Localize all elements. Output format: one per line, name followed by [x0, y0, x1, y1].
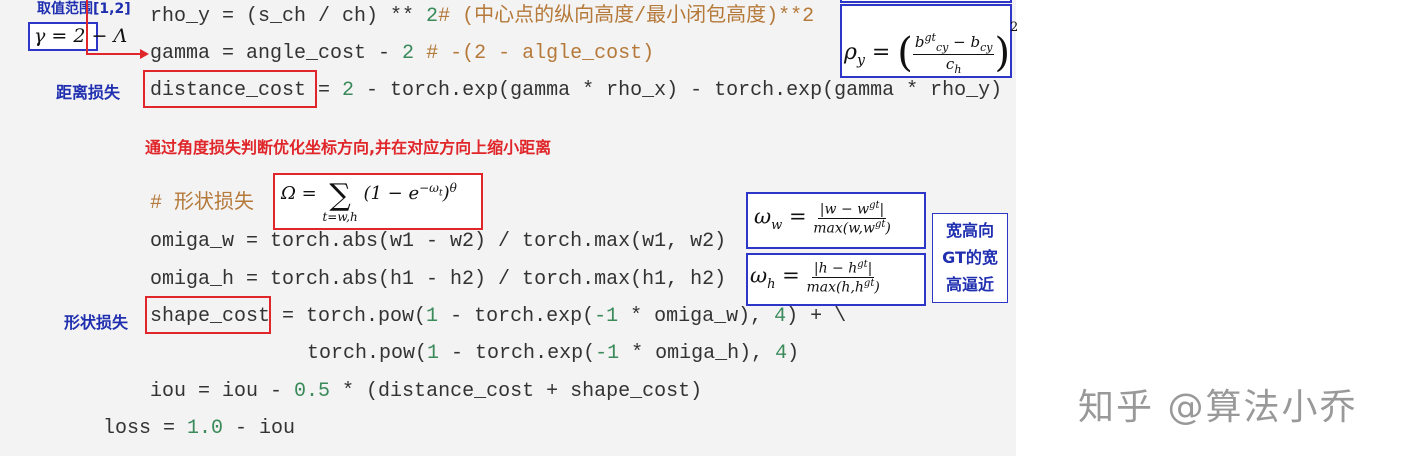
num-sup: gt	[924, 30, 936, 44]
code-text: - torch.exp(	[438, 305, 595, 328]
shape-cost-highlight	[145, 296, 271, 334]
code-text: omiga_w = torch.abs(w1 - w2) / torch.max…	[150, 230, 727, 253]
direction-note: 通过角度损失判断优化坐标方向,并在对应方向上缩小距离	[145, 138, 552, 157]
wh-note-box: 宽高向 GT的宽 高逼近	[932, 213, 1008, 303]
wh-note-line-3: 高逼近	[945, 275, 994, 294]
code-line: rho_y = (s_ch / ch) ** 2# (中心点的纵向高度/最小闭包…	[150, 5, 814, 29]
den-sub: h	[954, 62, 962, 76]
omega-w-symbol: ω	[754, 204, 772, 229]
omega-w-formula-box: ωw = |w − wgt|max(w,wgt)	[746, 192, 926, 249]
code-number: -1	[594, 305, 619, 328]
code-comment: # (中心点的纵向高度/最小闭包高度)**2	[438, 5, 815, 28]
code-text: - torch.exp(	[439, 342, 596, 365]
rho-sub: y	[856, 52, 865, 69]
code-number: 1	[427, 342, 440, 365]
rho-y-formula-box: ρy = ( bgtcy − bcy ch )2	[840, 4, 1018, 78]
den-c: c	[945, 54, 955, 73]
omega-w-num-sup: gt	[869, 200, 880, 211]
sum-subscript: t=w,h	[322, 210, 358, 224]
code-text: torch.pow(	[307, 342, 428, 365]
code-text: distance_cost =	[150, 79, 343, 102]
code-line: gamma = angle_cost - 2 # -(2 - algle_cos…	[150, 42, 654, 66]
omega-h-formula-box: ωh = |h − hgt|max(h,hgt)	[746, 253, 926, 306]
code-line: iou = iou - 0.5 * (distance_cost + shape…	[150, 380, 702, 404]
omega-body: (1 − e	[363, 183, 420, 204]
range-label: 取值范围[1,2]	[37, 1, 131, 17]
rho-symbol: ρ	[844, 40, 857, 65]
code-text: omiga_h = torch.abs(h1 - h2) / torch.max…	[150, 268, 727, 291]
code-number: 1	[426, 305, 439, 328]
arrow-connector	[86, 0, 149, 59]
code-line: distance_cost = 2 - torch.exp(gamma * rh…	[150, 79, 1002, 103]
omega-lhs: Ω =	[281, 183, 323, 204]
omega-formula: Ω = ∑ t=w,h (1 − e−ωt)θ	[281, 178, 457, 224]
code-comment: # 形状损失	[150, 192, 255, 215]
omega-w-den: max(w,w	[813, 220, 875, 237]
omega-formula-box: Ω = ∑ t=w,h (1 − e−ωt)θ	[273, 173, 483, 230]
code-number: 4	[775, 342, 788, 365]
distance-loss-label: 距离损失	[56, 83, 121, 102]
code-text: shape_cost = torch.pow(	[150, 305, 427, 328]
code-line: # 形状损失	[150, 192, 254, 216]
code-text: * omiga_w),	[618, 305, 775, 328]
omega-w-den-end: )	[885, 220, 891, 237]
num-sub: cy	[935, 40, 949, 54]
omega-h-num: |h − h	[813, 260, 858, 277]
code-number: -1	[595, 342, 620, 365]
num-b: b	[914, 32, 925, 51]
code-text: * omiga_h),	[619, 342, 776, 365]
omega-power: θ	[449, 181, 457, 195]
omega-h-num-end: |	[867, 260, 873, 277]
code-number: 0.5	[294, 380, 331, 403]
omega-exp: −ω	[419, 181, 439, 195]
code-number: 2	[342, 79, 355, 102]
omega-h-den-sup: gt	[863, 277, 875, 289]
code-line: loss = 1.0 - iou	[103, 417, 295, 441]
wh-note-line-2: GT的宽	[942, 248, 998, 267]
code-line: torch.pow(1 - torch.exp(-1 * omiga_h), 4…	[307, 342, 799, 366]
rho-y-formula: ρy = ( bgtcy − bcy ch )2	[844, 20, 1019, 76]
omega-h-sub: h	[767, 276, 776, 292]
code-line: shape_cost = torch.pow(1 - torch.exp(-1 …	[150, 305, 846, 329]
omega-w-num-end: |	[879, 201, 885, 218]
power: 2	[1010, 20, 1019, 35]
code-text: ) + \	[786, 305, 847, 328]
omega-exp-sub: t	[438, 188, 443, 199]
code-comment: # -(2 - algle_cost)	[414, 42, 655, 65]
minus-sub: cy	[980, 40, 993, 54]
num-minus: − b	[948, 32, 981, 51]
omega-w-formula: ωw = |w − wgt|max(w,wgt)	[754, 200, 891, 237]
code-number: 4	[774, 305, 787, 328]
omega-h-den-end: )	[874, 279, 880, 296]
code-line: omiga_w = torch.abs(w1 - w2) / torch.max…	[150, 230, 726, 254]
distance-cost-highlight	[143, 70, 317, 108]
watermark: 知乎 @算法小乔	[1078, 387, 1358, 428]
code-line: omiga_h = torch.abs(h1 - h2) / torch.max…	[150, 268, 726, 292]
code-text: - torch.exp(gamma * rho_x) - torch.exp(g…	[354, 79, 1003, 102]
omega-w-sub: w	[771, 217, 783, 233]
code-number: 2	[426, 5, 439, 28]
cropped-formula-box	[840, 0, 1012, 3]
code-number: 1.0	[187, 417, 224, 440]
code-text: gamma = angle_cost -	[150, 42, 403, 65]
code-number: 2	[402, 42, 415, 65]
code-text: rho_y = (s_ch / ch) **	[150, 5, 427, 28]
gamma-formula: γ = 2 − Λ	[34, 25, 128, 47]
omega-close: )	[442, 183, 450, 204]
code-text: - iou	[223, 417, 296, 440]
omega-h-num-sup: gt	[857, 259, 868, 270]
wh-note-line-1: 宽高向	[945, 221, 994, 240]
code-text: )	[787, 342, 800, 365]
omega-h-den: max(h,h	[806, 279, 864, 296]
omega-h-symbol: ω	[750, 263, 768, 288]
omega-w-den-sup: gt	[874, 218, 886, 230]
omega-w-num: |w − w	[819, 201, 870, 218]
code-text: iou = iou -	[150, 380, 295, 403]
code-text: * (distance_cost + shape_cost)	[330, 380, 703, 403]
shape-loss-label: 形状损失	[64, 313, 129, 332]
sum-symbol: ∑	[329, 178, 351, 213]
omega-h-formula: ωh = |h − hgt|max(h,hgt)	[750, 259, 880, 296]
code-text: loss =	[103, 417, 188, 440]
